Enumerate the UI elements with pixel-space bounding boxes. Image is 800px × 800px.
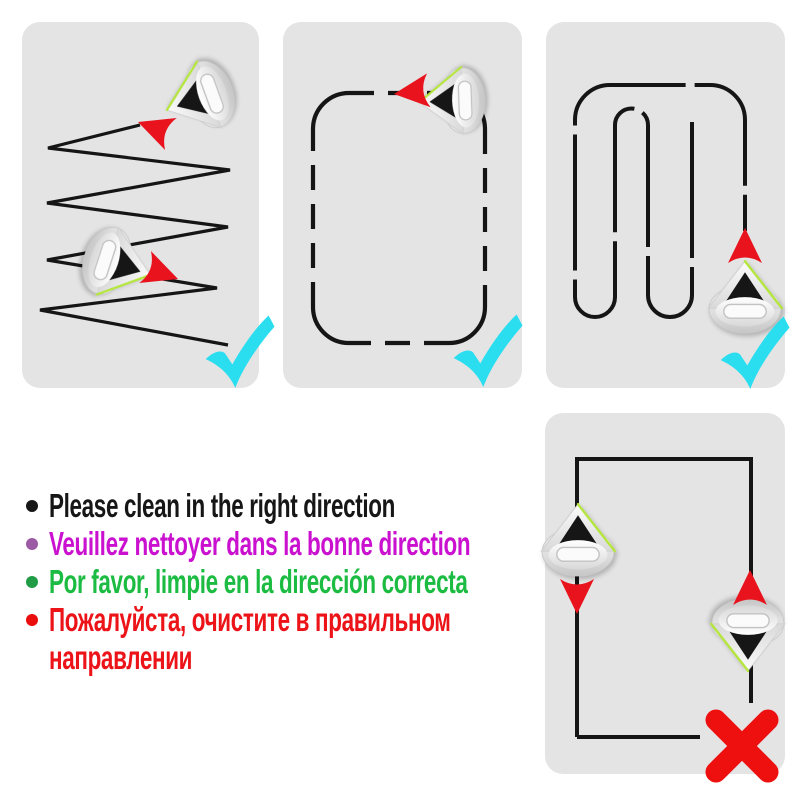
window-cleaner-device [710, 597, 786, 672]
window-cleaner-device [153, 52, 245, 145]
instruction-text-es: Por favor, limpie en la dirección correc… [49, 563, 468, 600]
cross-icon [705, 709, 779, 783]
window-cleaner-device [417, 65, 488, 137]
instruction-text-fr: Veuillez nettoyer dans la bonne directio… [49, 525, 471, 562]
zigzag-diagram [39, 52, 275, 388]
zigzag-path-line [39, 123, 231, 347]
bullet-icon [26, 576, 38, 588]
panel-zigzag-correct [22, 22, 275, 388]
list-item-es: Por favor, limpie en la dirección correc… [24, 563, 544, 601]
check-icon [205, 315, 275, 388]
instruction-list: Please clean in the right direction Veui… [24, 487, 544, 677]
instruction-text-en: Please clean in the right direction [49, 487, 395, 524]
direction-arrow-icon [132, 106, 177, 150]
serpentine-path-line [573, 83, 747, 319]
direction-arrow-icon [728, 228, 762, 263]
window-cleaner-device [707, 260, 783, 335]
cross-strokes [705, 709, 779, 783]
panel-opposite-wrong [540, 413, 786, 783]
panel-perimeter-correct [283, 22, 523, 388]
bullet-icon [26, 500, 38, 512]
panel-serpentine-correct [546, 22, 790, 389]
check-icon [453, 314, 523, 387]
wrong-direction-diagram [540, 457, 786, 783]
bullet-icon [26, 538, 38, 550]
perimeter-diagram [310, 65, 523, 387]
list-item-fr: Veuillez nettoyer dans la bonne directio… [24, 525, 544, 563]
instruction-text-ru: Пожалуйста, очистите в правильном направ… [49, 601, 451, 676]
list-item-ru: Пожалуйста, очистите в правильном направ… [24, 601, 544, 677]
bullet-icon [26, 614, 38, 626]
list-item-en: Please clean in the right direction [24, 487, 544, 525]
rectangle-path-line [575, 457, 753, 739]
serpentine-diagram [573, 83, 790, 389]
